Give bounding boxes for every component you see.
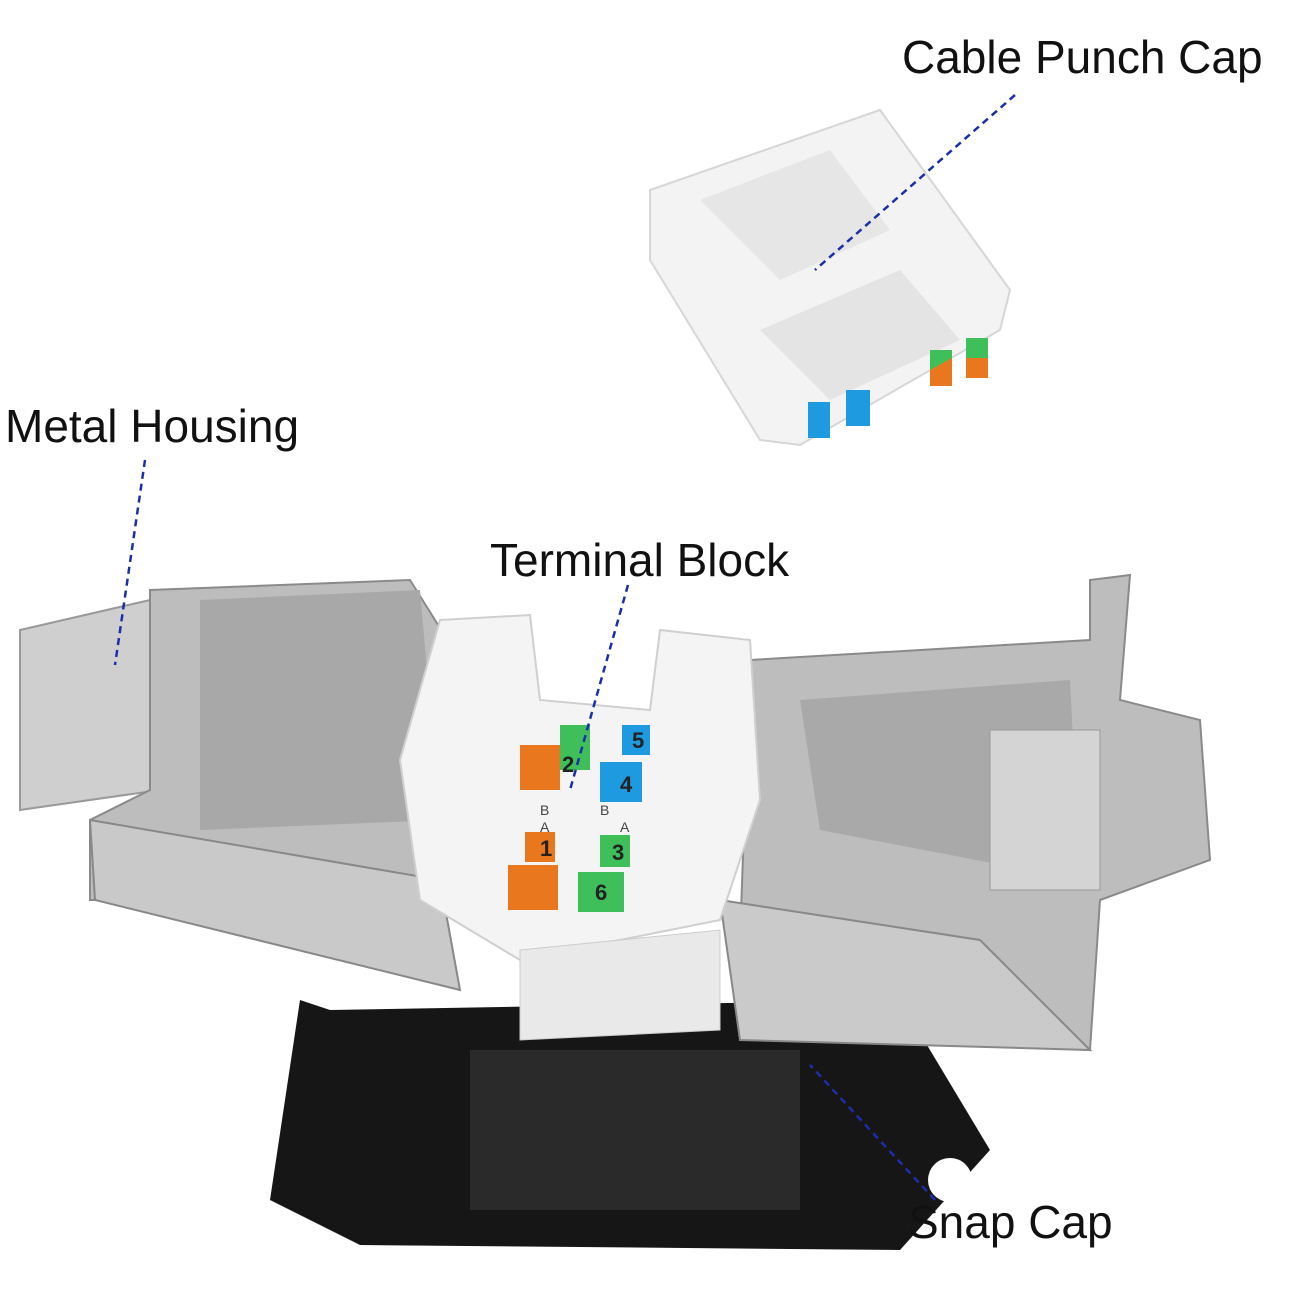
metal-housing-part xyxy=(19,573,1212,1052)
snap-cap-leader xyxy=(809,1064,936,1201)
terminal-mark: A xyxy=(620,819,630,835)
terminal-block-part xyxy=(398,613,762,1041)
terminal-mark: B xyxy=(600,802,609,818)
pin-label: 4 xyxy=(620,772,633,797)
terminal-mark: B xyxy=(540,802,549,818)
terminal-mark: A xyxy=(540,819,550,835)
pin-label: 2 xyxy=(562,752,574,777)
snap-cap-base xyxy=(270,1000,990,1250)
pin-label: 6 xyxy=(595,880,607,905)
snap-cap-label: Snap Cap xyxy=(908,1196,1113,1248)
cable-punch-cap-leader xyxy=(814,94,1016,271)
pin-label: 5 xyxy=(632,728,644,753)
pin-label: 1 xyxy=(540,836,552,861)
cable-punch-cap-label: Cable Punch Cap xyxy=(902,31,1263,83)
pin-label: 3 xyxy=(612,840,624,865)
metal-housing-leader xyxy=(113,459,147,666)
terminal-block-label: Terminal Block xyxy=(490,534,790,586)
cable-punch-cap-part xyxy=(649,108,1012,447)
metal-housing-label: Metal Housing xyxy=(5,400,300,452)
